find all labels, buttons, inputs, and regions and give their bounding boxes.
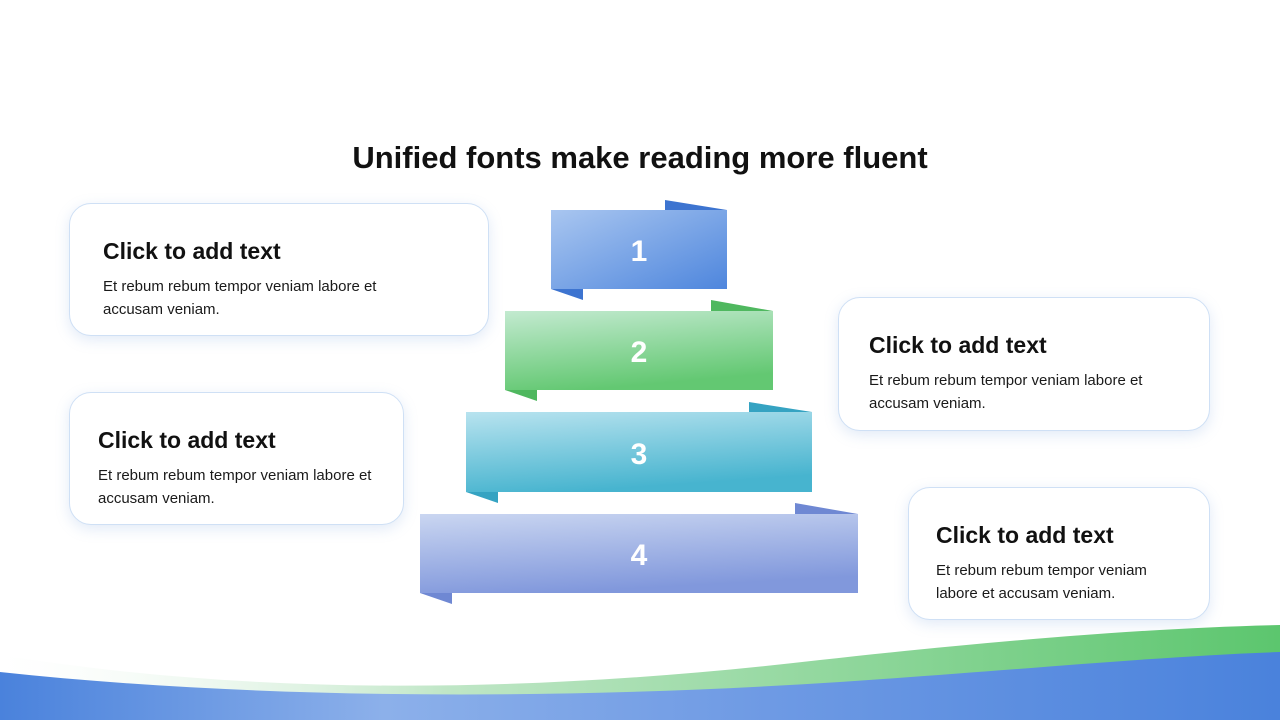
step-4-top-fold <box>795 503 858 514</box>
card-1-body[interactable]: Et rebum rebum tempor veniam labore et a… <box>103 278 377 318</box>
text-card-2[interactable]: Click to add text Et rebum rebum tempor … <box>69 392 404 525</box>
slide-title[interactable]: Unified fonts make reading more fluent <box>352 140 928 175</box>
pyramid-step-2[interactable]: 2 <box>505 300 773 401</box>
card-3-body[interactable]: Et rebum rebum tempor veniam labore et a… <box>869 372 1143 412</box>
text-card-1[interactable]: Click to add text Et rebum rebum tempor … <box>69 203 489 336</box>
step-2-top-fold <box>711 300 773 311</box>
step-3-bottom-fold <box>466 492 498 503</box>
text-card-4[interactable]: Click to add text Et rebum rebum tempor … <box>908 487 1210 620</box>
step-3-number: 3 <box>631 438 648 471</box>
step-3-band <box>466 412 812 492</box>
step-2-bottom-fold <box>505 390 537 401</box>
pyramid-step-1[interactable]: 1 <box>551 200 727 300</box>
card-2-body[interactable]: Et rebum rebum tempor veniam labore et a… <box>98 467 372 507</box>
step-1-top-fold <box>665 200 727 210</box>
step-1-number: 1 <box>631 235 648 268</box>
wave-blue-band <box>0 652 1280 720</box>
card-2-heading[interactable]: Click to add text <box>98 427 276 453</box>
step-2-number: 2 <box>631 336 648 369</box>
card-1-heading[interactable]: Click to add text <box>103 238 281 264</box>
step-2-band <box>505 311 773 390</box>
card-4-body[interactable]: Et rebum rebum tempor veniam labore et a… <box>936 562 1147 602</box>
step-1-band <box>551 210 727 289</box>
step-4-number: 4 <box>631 539 648 572</box>
footer-wave-decoration <box>0 625 1280 720</box>
text-card-3[interactable]: Click to add text Et rebum rebum tempor … <box>838 297 1210 431</box>
step-4-band <box>420 514 858 593</box>
step-1-bottom-fold <box>551 289 583 300</box>
step-3-top-fold <box>749 402 812 412</box>
card-4-heading[interactable]: Click to add text <box>936 522 1114 548</box>
pyramid-step-4[interactable]: 4 <box>420 503 858 604</box>
step-4-bottom-fold <box>420 593 452 604</box>
pyramid-step-3[interactable]: 3 <box>466 402 812 503</box>
card-3-heading[interactable]: Click to add text <box>869 332 1047 358</box>
